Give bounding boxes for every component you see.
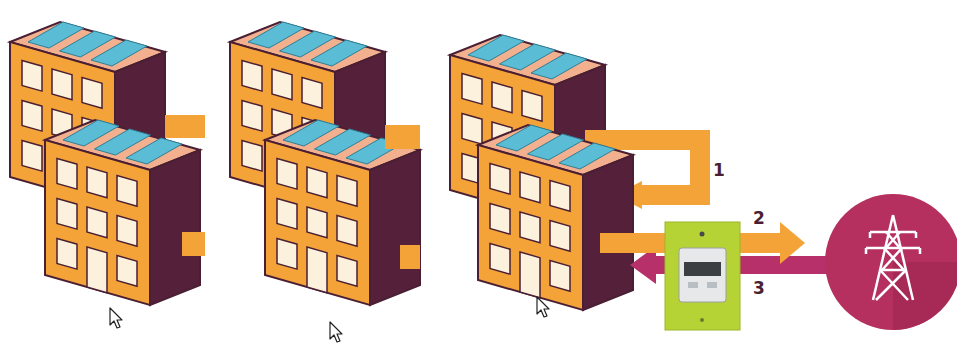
energy-flow-stub: [165, 115, 205, 138]
building: [45, 120, 200, 305]
building: [265, 120, 420, 305]
energy-flow-stub: [385, 125, 420, 149]
energy-flow-stub: [182, 232, 205, 256]
mouse-cursor: [537, 297, 549, 317]
mouse-cursor: [330, 322, 342, 342]
arrow-head: [780, 222, 805, 264]
smart-meter: [665, 222, 740, 330]
callout-number: 3: [753, 280, 765, 297]
callout-number: 1: [713, 162, 725, 179]
grid-pylon-icon: [825, 194, 957, 330]
building: [478, 125, 633, 310]
callout-number: 2: [753, 210, 765, 227]
mouse-cursor: [110, 308, 122, 328]
energy-flow-stub: [400, 245, 420, 269]
